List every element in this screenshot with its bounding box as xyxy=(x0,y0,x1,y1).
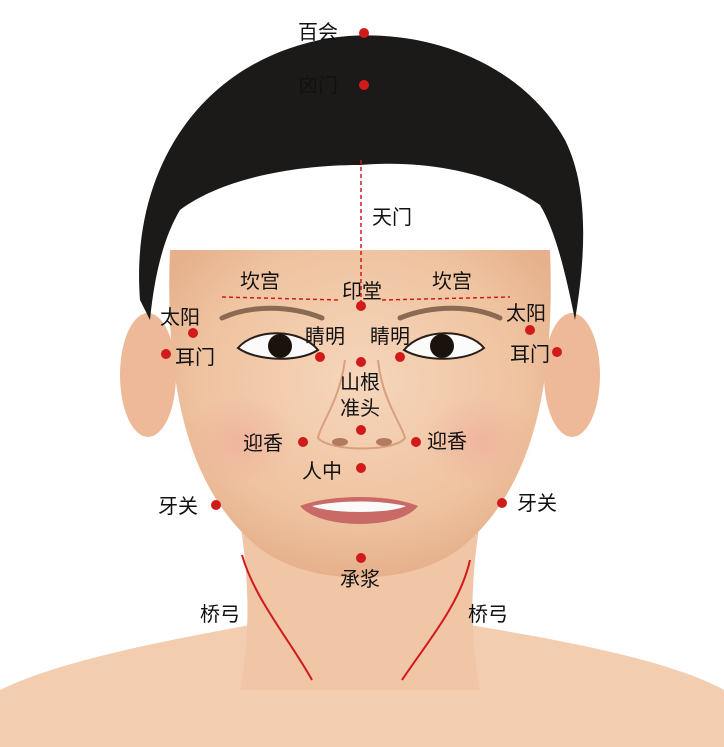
zhuntou-point xyxy=(356,425,366,435)
left-ear xyxy=(120,313,176,437)
label-kangong-right: 坎宫 xyxy=(432,270,472,292)
label-xinmen: 囟门 xyxy=(298,74,338,96)
label-jingming-right: 睛明 xyxy=(370,325,410,347)
nostril-left xyxy=(332,438,348,446)
label-shangen: 山根 xyxy=(340,371,380,393)
label-jingming-left: 睛明 xyxy=(305,325,345,347)
jingming-right-point xyxy=(395,352,405,362)
baihui-point xyxy=(359,28,369,38)
xinmen-point xyxy=(359,80,369,90)
label-qiaogong-left: 桥弓 xyxy=(200,603,240,625)
left-iris xyxy=(268,334,292,358)
taiyang-left-point xyxy=(188,328,198,338)
label-yingxiang-right: 迎香 xyxy=(427,430,467,452)
label-taiyang-right: 太阳 xyxy=(506,302,546,324)
shangen-point xyxy=(356,357,366,367)
label-ermen-left: 耳门 xyxy=(175,346,215,368)
label-yaguan-left: 牙关 xyxy=(158,495,198,517)
chengjiang-point xyxy=(356,553,366,563)
renzhong-point xyxy=(356,463,366,473)
label-ermen-right: 耳门 xyxy=(510,343,550,365)
label-baihui: 百会 xyxy=(298,21,338,43)
ermen-left-point xyxy=(161,349,171,359)
yaguan-right-point xyxy=(497,498,507,508)
nostril-right xyxy=(376,438,392,446)
label-yingxiang-left: 迎香 xyxy=(243,432,283,454)
label-taiyang-left: 太阳 xyxy=(160,306,200,328)
label-kangong-left: 坎宫 xyxy=(240,270,280,292)
label-qiaogong-right: 桥弓 xyxy=(468,603,508,625)
yingxiang-left-point xyxy=(298,437,308,447)
label-yintang: 印堂 xyxy=(342,280,382,302)
taiyang-right-point xyxy=(525,325,535,335)
label-chengjiang: 承浆 xyxy=(340,568,380,590)
yaguan-left-point xyxy=(211,500,221,510)
label-zhuntou: 准头 xyxy=(340,397,380,419)
label-yaguan-right: 牙关 xyxy=(517,492,557,514)
label-tianmen: 天门 xyxy=(372,206,412,228)
right-iris xyxy=(430,334,454,358)
ermen-right-point xyxy=(552,347,562,357)
jingming-left-point xyxy=(315,352,325,362)
yingxiang-right-point xyxy=(411,437,421,447)
label-renzhong: 人中 xyxy=(302,460,342,482)
right-ear xyxy=(544,313,600,437)
